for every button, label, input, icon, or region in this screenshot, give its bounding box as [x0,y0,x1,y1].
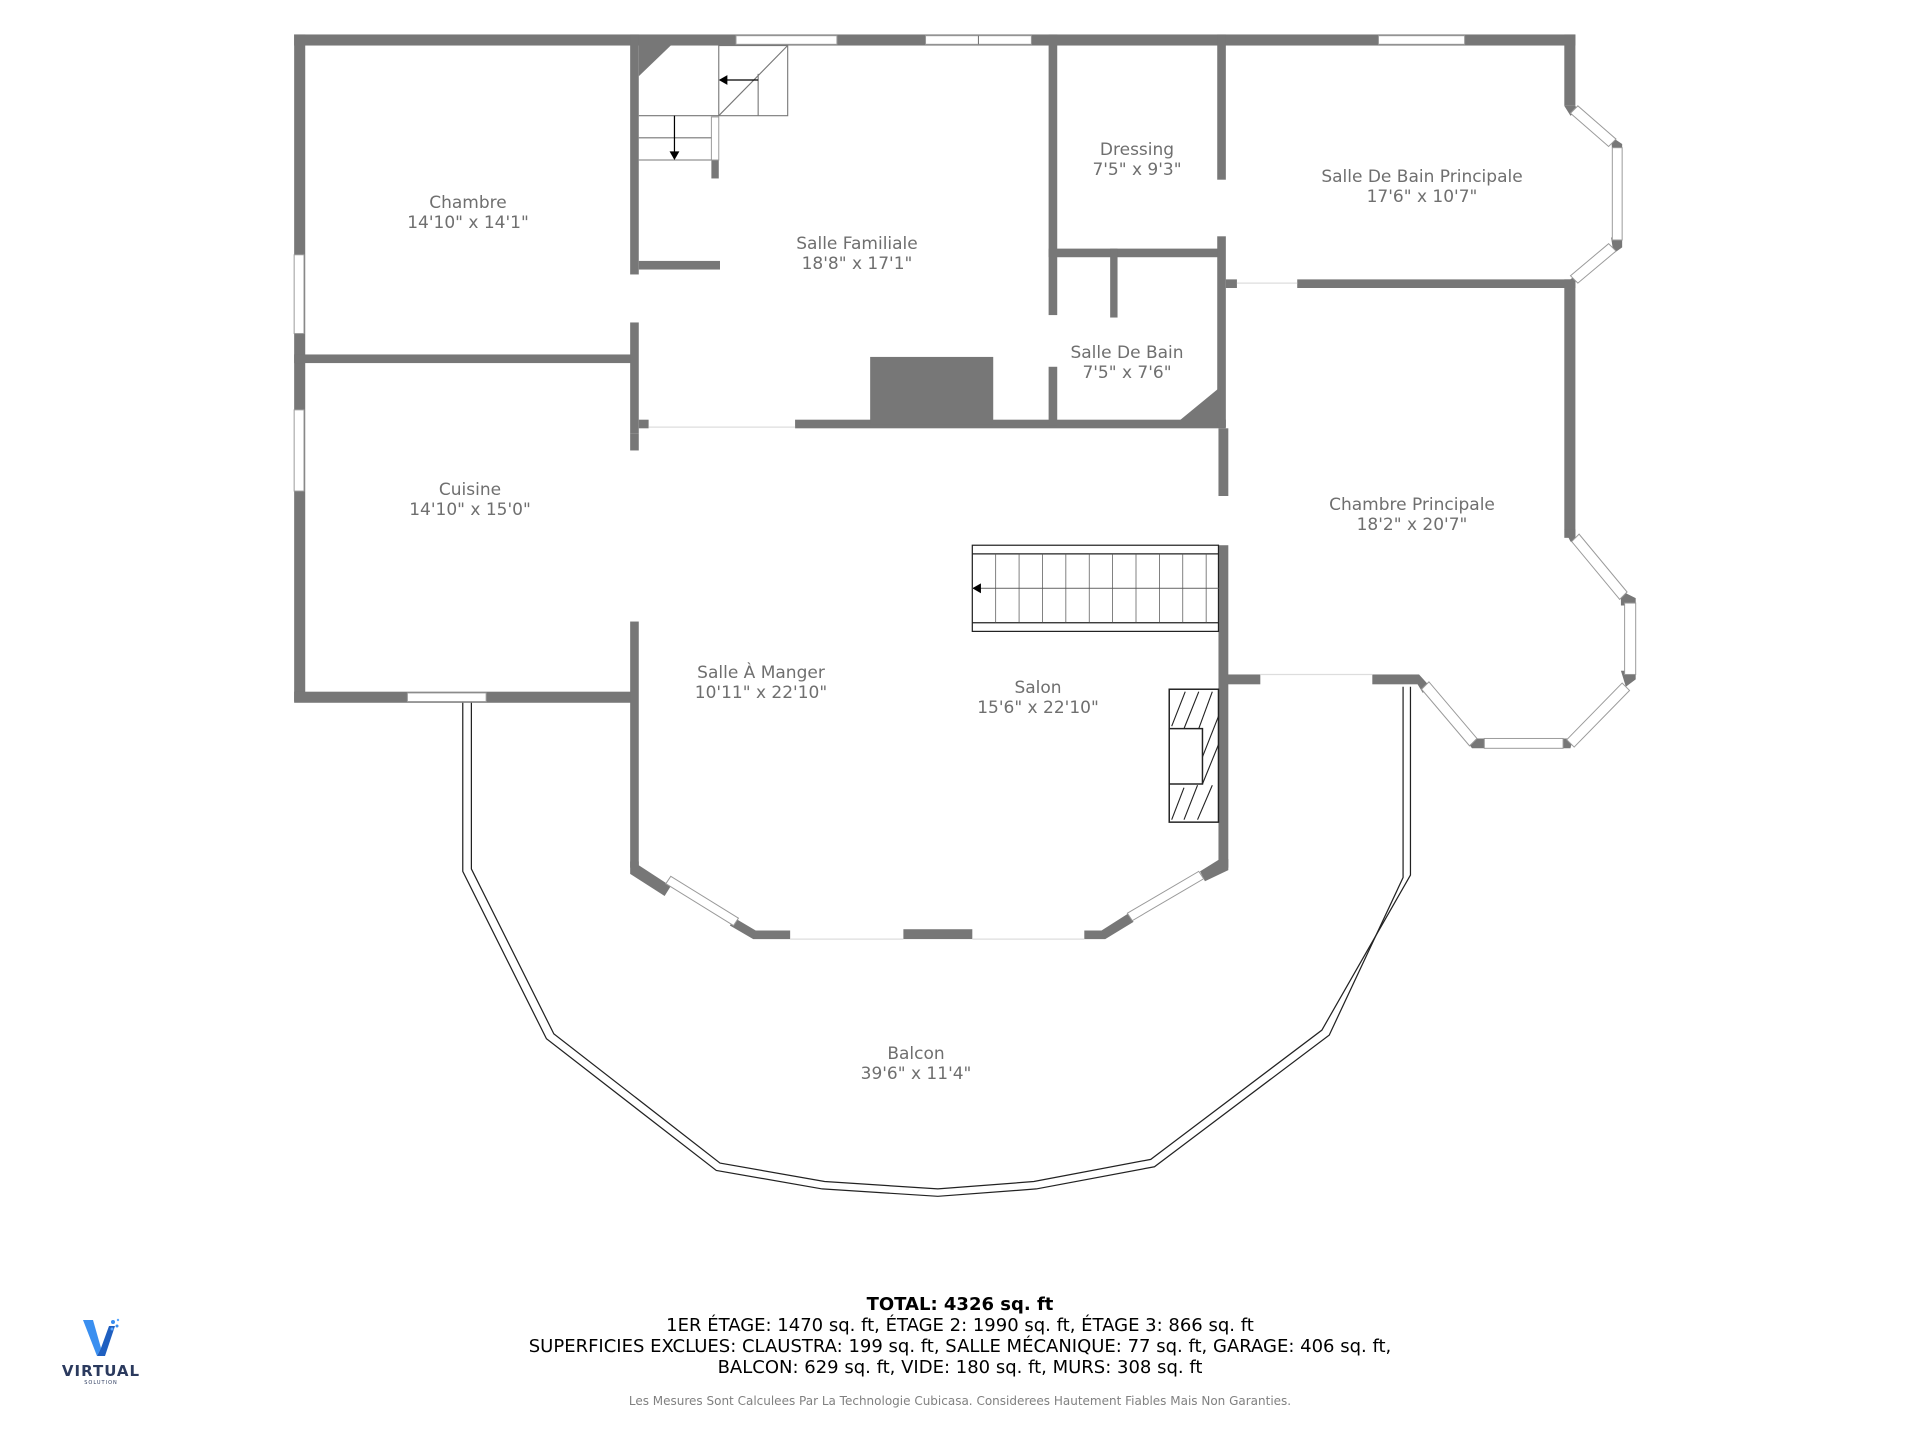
floor-areas: 1ER ÉTAGE: 1470 sq. ft, ÉTAGE 2: 1990 sq… [666,1315,1254,1336]
room-salle-de-bain: Salle De Bain 7'5" x 7'6" [1070,343,1183,383]
arrow-down-icon [669,151,680,160]
area-summary: TOTAL: 4326 sq. ft 1ER ÉTAGE: 1470 sq. f… [0,1294,1920,1408]
room-dimensions: 10'11" x 22'10" [694,683,828,703]
logo-name: VIRTUAL [61,1362,141,1380]
stairs-main [971,544,1220,633]
room-name: Salle De Bain Principale [1321,167,1523,187]
room-name: Chambre [429,193,507,213]
openings [648,282,1373,940]
room-dimensions: 15'6" x 22'10" [977,698,1099,718]
room-balcon: Balcon 39'6" x 11'4" [861,1044,972,1084]
room-salle-familiale: Salle Familiale 18'8" x 17'1" [796,234,917,274]
room-dimensions: 7'5" x 7'6" [1082,363,1172,383]
room-name: Salle Familiale [796,234,918,254]
excluded-areas-line-2: BALCON: 629 sq. ft, VIDE: 180 sq. ft, MU… [717,1357,1203,1378]
arrow-left-icon [972,583,981,594]
room-name: Salle À Manger [697,663,825,683]
total-area: TOTAL: 4326 sq. ft [866,1294,1054,1315]
room-dimensions: 14'10" x 14'1" [407,213,529,233]
room-salon: Salon 15'6" x 22'10" [977,678,1099,718]
room-name: Salon [1014,678,1062,698]
room-chambre-principale: Chambre Principale 18'2" x 20'7" [1329,495,1495,535]
room-salle-a-manger: Salle À Manger 10'11" x 22'10" [695,663,827,703]
room-dimensions: 17'6" x 10'7" [1366,187,1478,207]
arrow-left-icon [718,75,728,85]
room-salle-de-bain-principale: Salle De Bain Principale 17'6" x 10'7" [1321,167,1522,207]
room-dimensions: 39'6" x 11'4" [860,1064,972,1084]
room-dimensions: 14'10" x 15'0" [409,500,531,520]
room-name: Cuisine [438,480,502,500]
v-logo-icon [83,1318,120,1356]
room-dressing: Dressing 7'5" x 9'3" [1092,140,1181,180]
balcony-railing [462,686,1412,1197]
room-cuisine: Cuisine 14'10" x 15'0" [409,480,531,520]
room-name: Balcon [887,1044,945,1064]
excluded-areas-line-1: SUPERFICIES EXCLUES: CLAUSTRA: 199 sq. f… [528,1336,1392,1357]
stairs-top [638,44,789,161]
windows [293,35,1637,927]
logo-subtitle: SOLUTION [84,1380,118,1386]
disclaimer: Les Mesures Sont Calculees Par La Techno… [628,1394,1292,1408]
room-name: Salle De Bain [1070,343,1184,363]
room-dimensions: 18'2" x 20'7" [1356,515,1468,535]
room-name: Chambre Principale [1329,495,1495,515]
fireplace [1168,688,1220,823]
virtual-solution-logo: VIRTUAL SOLUTION [56,1318,146,1386]
room-dimensions: 7'5" x 9'3" [1092,160,1182,180]
room-dimensions: 18'8" x 17'1" [801,254,913,274]
room-chambre: Chambre 14'10" x 14'1" [407,193,529,233]
room-name: Dressing [1099,140,1175,160]
